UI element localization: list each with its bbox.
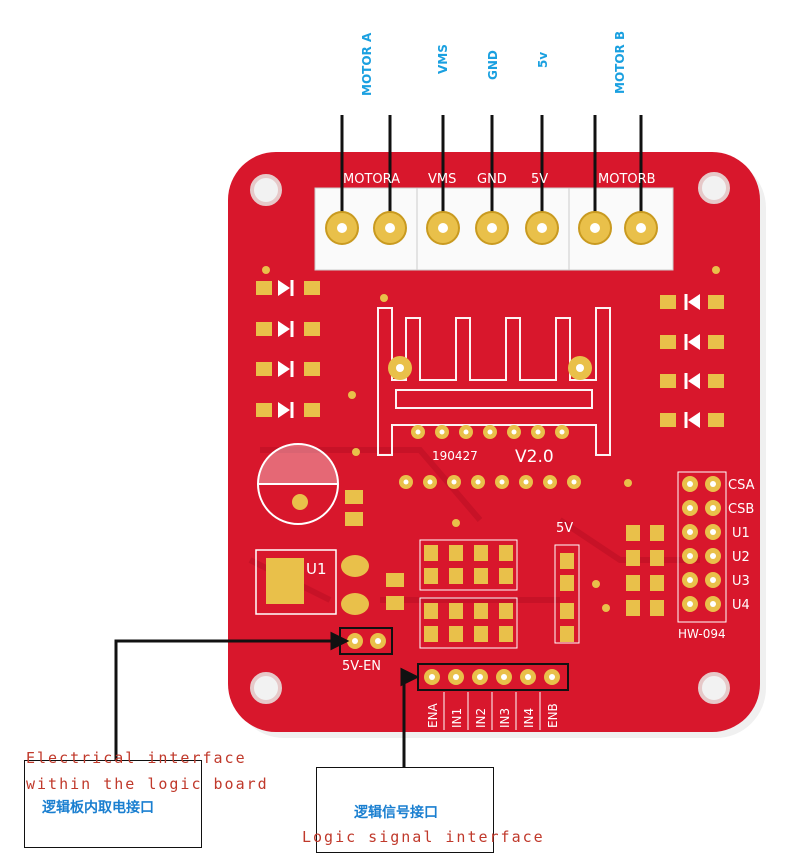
pin-ena: ENA	[426, 702, 440, 728]
label-u2: U2	[732, 550, 750, 565]
u1-pad	[266, 558, 304, 604]
pin-in2: IN2	[474, 708, 488, 728]
right-callout-box	[316, 767, 494, 853]
pin-enb: ENB	[546, 703, 560, 728]
terminal-wires	[340, 115, 643, 228]
version-label: V2.0	[515, 447, 554, 467]
silk-5v-en: 5V-EN	[342, 659, 381, 674]
left-callout-cn: 逻辑板内取电接口	[42, 800, 154, 816]
mounting-holes	[250, 172, 730, 704]
heatsink-outline	[377, 307, 611, 456]
label-u4: U4	[732, 598, 750, 613]
label-csa: CSA	[728, 478, 755, 493]
label-csb: CSB	[728, 502, 754, 517]
right-header-labels: CSA CSB U1 U2 U3 U4	[728, 478, 755, 613]
resistor-array	[424, 545, 513, 642]
pin-in4: IN4	[522, 708, 536, 728]
right-pad-group	[626, 525, 664, 616]
silk-5v-column: 5V	[556, 521, 573, 536]
terminal-pads	[325, 211, 658, 245]
left-callout-box	[24, 760, 202, 848]
silk-vms: VMS	[428, 172, 456, 187]
5v-column-pads	[560, 553, 574, 642]
pin-in3: IN3	[498, 708, 512, 728]
callout-arrows	[114, 631, 420, 790]
left-leds	[256, 280, 320, 418]
logic-header-pins	[424, 669, 560, 685]
chip-pins-row2	[399, 475, 581, 489]
chip-pins-row1	[411, 425, 569, 439]
pin-dividers	[443, 692, 541, 730]
left-callout-en: Electrical interface within the logic bo…	[26, 749, 269, 793]
terminal-silk: MOTORA VMS GND 5V MOTORB	[343, 172, 656, 187]
version-code: 190427	[432, 449, 478, 463]
logic-pin-labels: ENA IN1 IN2 IN3 IN4 ENB	[426, 702, 560, 728]
u1-outline	[255, 549, 337, 615]
traces	[248, 447, 700, 603]
right-callout-en: Logic signal interface	[302, 828, 545, 846]
right-header	[677, 471, 727, 623]
silk-motora: MOTORA	[343, 172, 400, 187]
pin-in1: IN1	[450, 708, 464, 728]
silk-gnd: GND	[477, 172, 507, 187]
model-label: HW-094	[678, 627, 726, 641]
capacitor	[257, 443, 339, 525]
silk-motorb: MOTORB	[598, 172, 656, 187]
right-callout-cn: 逻辑信号接口	[354, 805, 438, 821]
label-u1-hdr: U1	[732, 526, 750, 541]
label-u3: U3	[732, 574, 750, 589]
right-leds	[660, 294, 724, 428]
vias	[262, 266, 720, 612]
u1-label: U1	[306, 560, 327, 578]
silk-5v: 5V	[531, 172, 548, 187]
